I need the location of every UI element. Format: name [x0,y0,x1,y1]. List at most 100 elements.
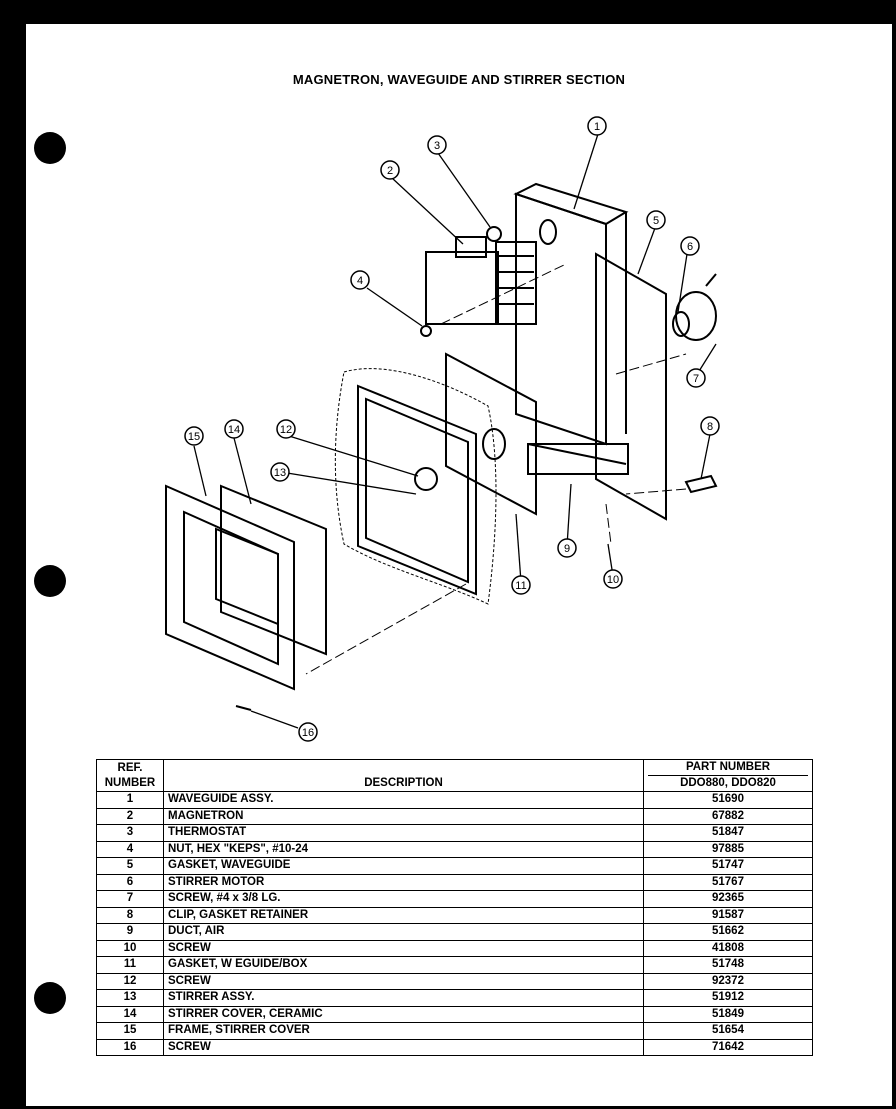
description-cell: MAGNETRON [163,807,644,825]
stirrer-cover-frame [165,484,295,691]
parts-sheet: MAGNETRON, WAVEGUIDE AND STIRRER SECTION [26,24,892,1106]
ref-cell: 3 [96,824,164,842]
description-cell: FRAME, STIRRER COVER [163,1022,644,1040]
stirrer-cover [220,484,327,656]
waveguide-assembly [513,182,629,475]
ref-cell: 15 [96,1022,164,1040]
description-cell: GASKET, WAVEGUIDE [163,857,644,875]
callout-4: 4 [357,275,363,287]
callout-labels: 1 2 3 4 5 6 7 8 9 10 11 12 13 14 15 16 [188,121,713,739]
hex-nut [420,325,432,337]
callout-9: 9 [564,543,570,555]
ref-header: REF. NUMBER [96,759,164,792]
description-cell: DUCT, AIR [163,923,644,941]
callout-16: 16 [302,727,314,739]
callout-6: 6 [687,241,693,253]
description-cell: STIRRER ASSY. [163,989,644,1007]
waveguide-gasket [595,252,667,521]
callout-10: 10 [607,574,619,586]
page-title: MAGNETRON, WAVEGUIDE AND STIRRER SECTION [292,72,626,87]
ref-cell: 7 [96,890,164,908]
stirrer [414,467,438,491]
ref-cell: 14 [96,1005,164,1023]
binder-hole [34,982,66,1014]
part-number-cell: 51767 [643,873,813,891]
description-cell: STIRRER MOTOR [163,873,644,891]
ref-cell: 10 [96,939,164,957]
ref-cell: 1 [96,791,164,809]
part-number-cell: 51747 [643,857,813,875]
ref-cell: 8 [96,906,164,924]
ref-cell: 4 [96,840,164,858]
callout-8: 8 [707,421,713,433]
callout-14: 14 [228,424,240,436]
part-number-cell: 51912 [643,989,813,1007]
callout-3: 3 [434,140,440,152]
ref-cell: 2 [96,807,164,825]
description-cell: SCREW [163,972,644,990]
callout-11: 11 [515,580,526,592]
waveguide-box-gasket [445,352,537,516]
part-number-cell: 51847 [643,824,813,842]
description-cell: WAVEGUIDE ASSY. [163,791,644,809]
callout-2: 2 [387,165,393,177]
part-number-cell: 51748 [643,956,813,974]
part-number-cell: 51654 [643,1022,813,1040]
parts-table: REF. NUMBER DESCRIPTION PART NUMBER DDO8… [96,759,813,1056]
part-number-cell: 67882 [643,807,813,825]
part-number-cell: 92372 [643,972,813,990]
description-cell: GASKET, W EGUIDE/BOX [163,956,644,974]
ref-cell: 5 [96,857,164,875]
description-cell: SCREW [163,1038,644,1056]
callout-5: 5 [653,215,659,227]
gasket-clip [684,474,718,494]
ref-cell: 13 [96,989,164,1007]
part-number-header: PART NUMBER DDO880, DDO820 [643,759,813,792]
callout-13: 13 [274,467,286,479]
ref-cell: 11 [96,956,164,974]
cavity-wall [357,384,477,596]
callout-12: 12 [280,424,292,436]
callout-1: 1 [594,121,600,133]
stirrer-motor [672,273,717,341]
callout-7: 7 [693,373,699,385]
part-number-cell: 51662 [643,923,813,941]
description-cell: CLIP, GASKET RETAINER [163,906,644,924]
description-cell: SCREW, #4 x 3/8 LG. [163,890,644,908]
part-number-cell: 71642 [643,1038,813,1056]
exploded-diagram: 1 2 3 4 5 6 7 8 9 10 11 12 13 14 15 16 [165,116,720,742]
part-number-cell: 91587 [643,906,813,924]
binder-hole [34,565,66,597]
thermostat [486,226,502,242]
part-number-cell: 51690 [643,791,813,809]
cavity-outline [334,368,497,605]
ref-cell: 16 [96,1038,164,1056]
description-cell: NUT, HEX "KEPS", #10-24 [163,840,644,858]
ref-cell: 12 [96,972,164,990]
description-cell: STIRRER COVER, CERAMIC [163,1005,644,1023]
part-number-cell: 97885 [643,840,813,858]
magnetron [425,236,537,325]
description-cell: THERMOSTAT [163,824,644,842]
part-number-cell: 41808 [643,939,813,957]
binder-hole [34,132,66,164]
callout-15: 15 [188,431,200,443]
screw [235,705,252,711]
ref-cell: 6 [96,873,164,891]
